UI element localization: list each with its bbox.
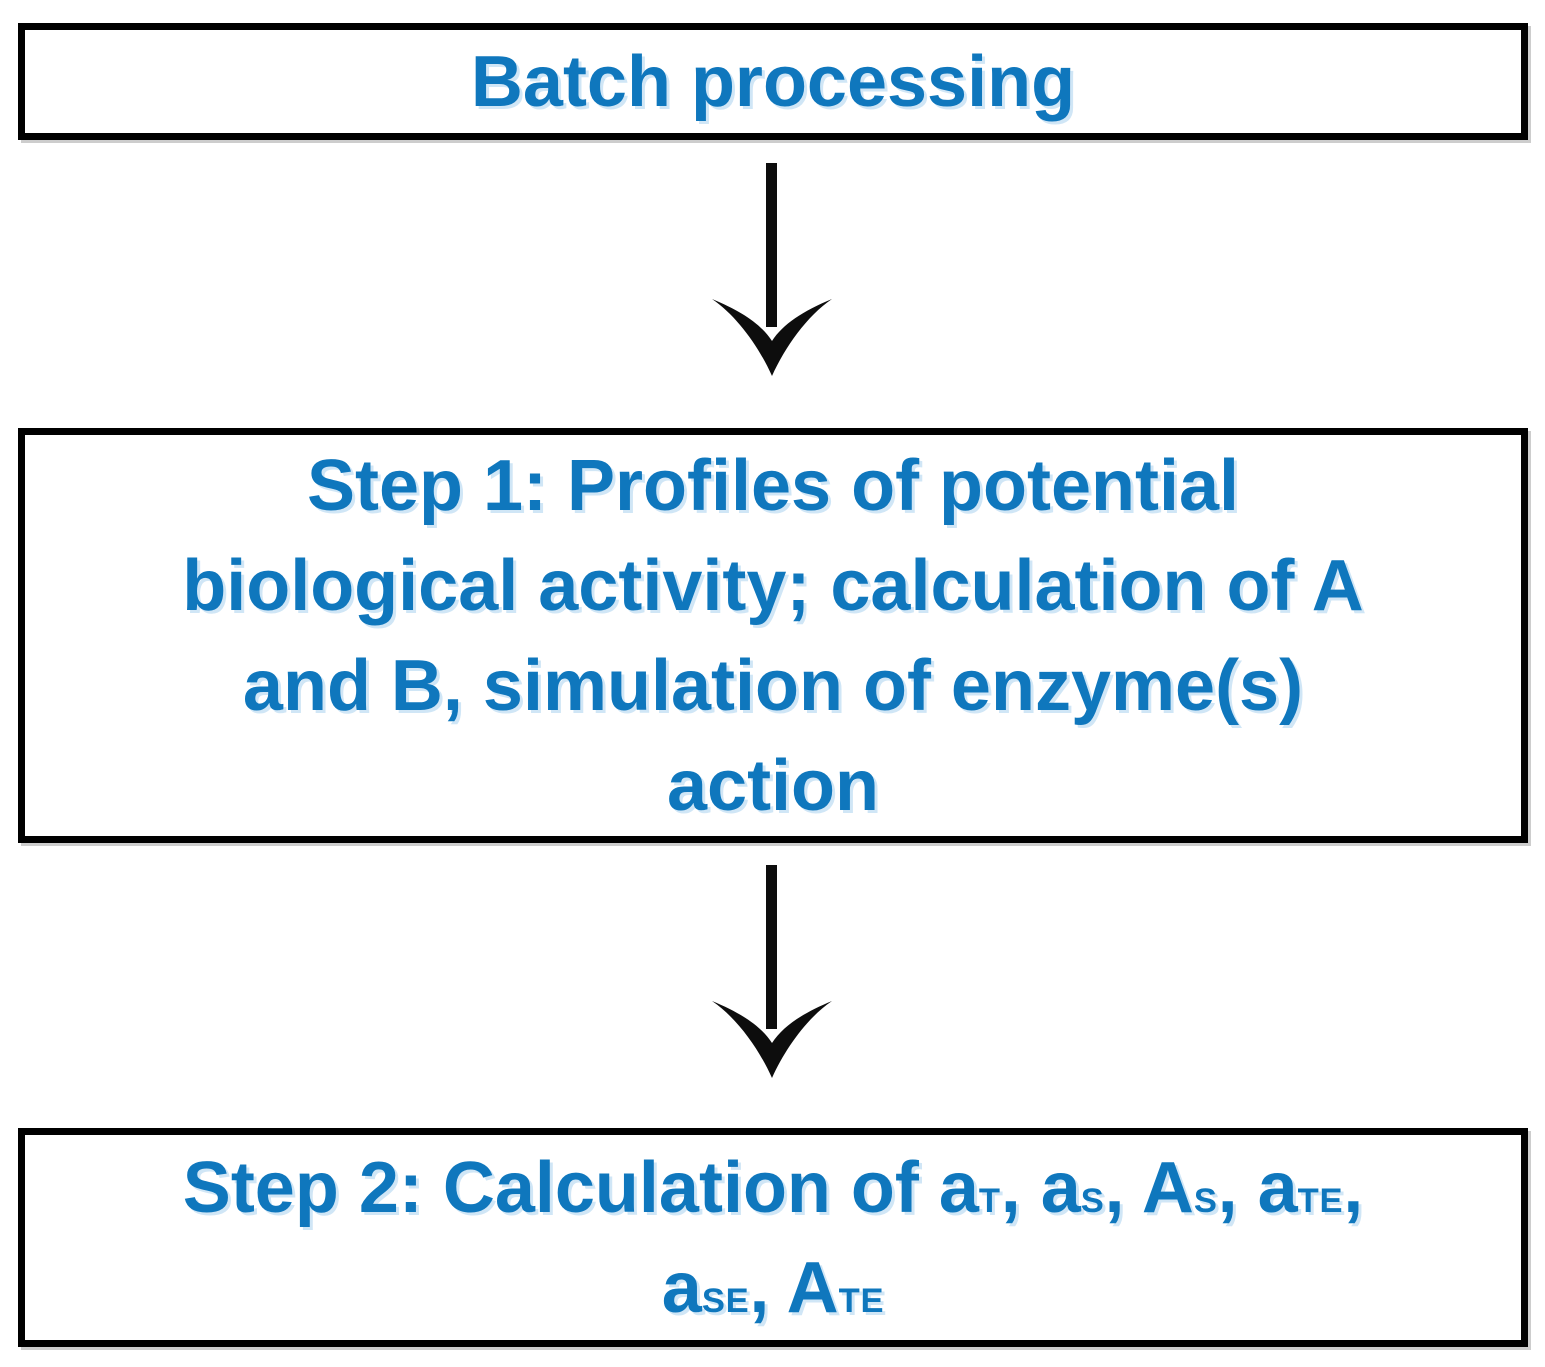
node-step2: Step 2: Calculation of aT, aS, AS, aTE,a… xyxy=(18,1128,1528,1347)
node-step2-label: Step 2: Calculation of aT, aS, AS, aTE,a… xyxy=(182,1147,1364,1328)
node-batch-processing-label: Batch processing xyxy=(470,41,1076,122)
down-arrow-icon xyxy=(710,865,834,1080)
node-batch-processing: Batch processing xyxy=(18,23,1528,140)
down-arrow-icon xyxy=(710,163,834,378)
